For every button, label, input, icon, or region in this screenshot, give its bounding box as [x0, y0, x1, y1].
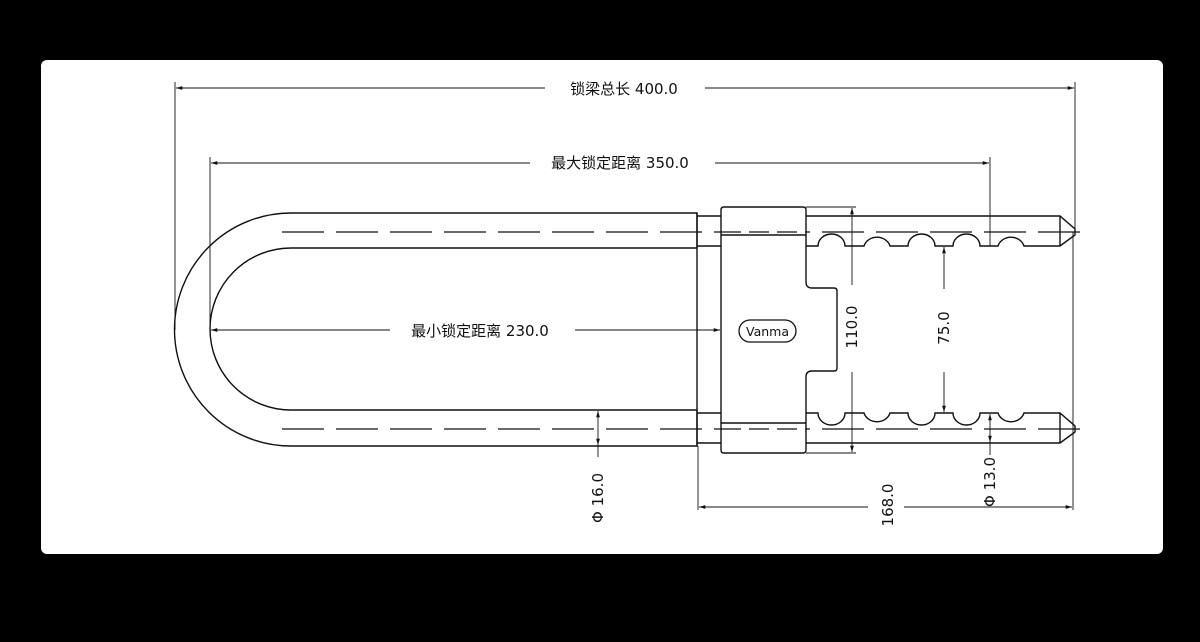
svg-text:Vanma: Vanma — [746, 324, 789, 339]
dimension-body-height: 110.0 — [806, 206, 861, 454]
svg-text:Φ 13.0: Φ 13.0 — [981, 457, 999, 507]
drawing-sheet — [41, 60, 1163, 554]
dimension-shackle-diameter: Φ 16.0 — [589, 411, 607, 523]
svg-text:110.0: 110.0 — [843, 306, 861, 349]
lock-body: Vanma — [720, 206, 838, 454]
svg-text:Φ 16.0: Φ 16.0 — [589, 473, 607, 523]
svg-text:168.0: 168.0 — [879, 484, 897, 527]
svg-text:75.0: 75.0 — [935, 311, 953, 344]
svg-text:最小锁定距离 230.0: 最小锁定距离 230.0 — [411, 322, 549, 340]
dimension-min-lock-distance: 最小锁定距离 230.0 — [210, 322, 720, 340]
dimension-inner-gap: 75.0 — [935, 246, 953, 412]
dimension-tip-length: 168.0 — [697, 232, 1074, 527]
dimension-tip-diameter: Φ 13.0 — [981, 414, 999, 507]
dimension-total-length: 锁梁总长 400.0 — [174, 80, 1076, 330]
vanma-logo: Vanma — [738, 319, 797, 343]
dimension-max-lock-distance: 最大锁定距离 350.0 — [209, 154, 991, 330]
svg-text:锁梁总长 400.0: 锁梁总长 400.0 — [570, 80, 678, 98]
svg-text:最大锁定距离 350.0: 最大锁定距离 350.0 — [551, 154, 689, 172]
